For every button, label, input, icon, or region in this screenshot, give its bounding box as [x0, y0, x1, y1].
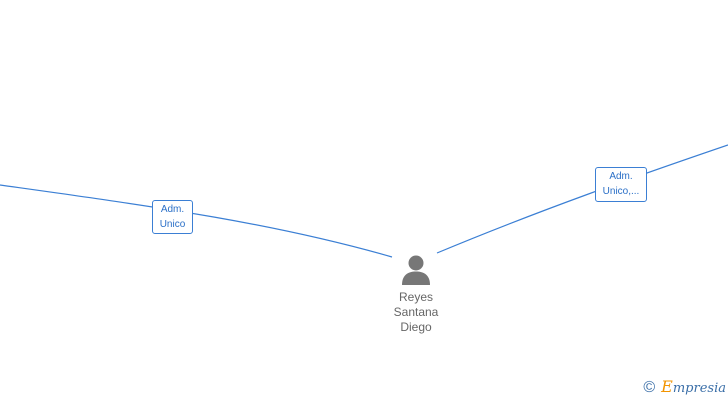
copyright-icon: © — [643, 379, 656, 396]
person-name-line-1: Reyes — [398, 290, 433, 304]
brand-logo-rest: mpresia — [672, 381, 726, 396]
edge-left — [0, 184, 393, 258]
edge-label-left-line-2: Unico — [159, 219, 186, 230]
edge-label-right-line-1: Adm. — [609, 171, 633, 182]
person-node[interactable]: Reyes Santana Diego — [372, 254, 460, 335]
edge-label-right-line-2: Unico,... — [602, 186, 640, 197]
edge-label-left[interactable]: Adm. Unico — [152, 200, 193, 234]
brand-logo: Empresia — [661, 379, 726, 397]
edge-label-left-line-1: Adm. — [160, 204, 185, 215]
person-name[interactable]: Reyes Santana Diego — [372, 290, 460, 335]
person-name-line-2: Santana — [393, 305, 439, 319]
brand-watermark: © Empresia — [643, 379, 726, 397]
person-icon — [402, 255, 430, 285]
edge-label-right[interactable]: Adm. Unico,... — [595, 167, 647, 202]
person-name-line-3: Diego — [400, 320, 432, 334]
edge-right — [436, 144, 728, 254]
brand-logo-initial: E — [661, 377, 673, 396]
